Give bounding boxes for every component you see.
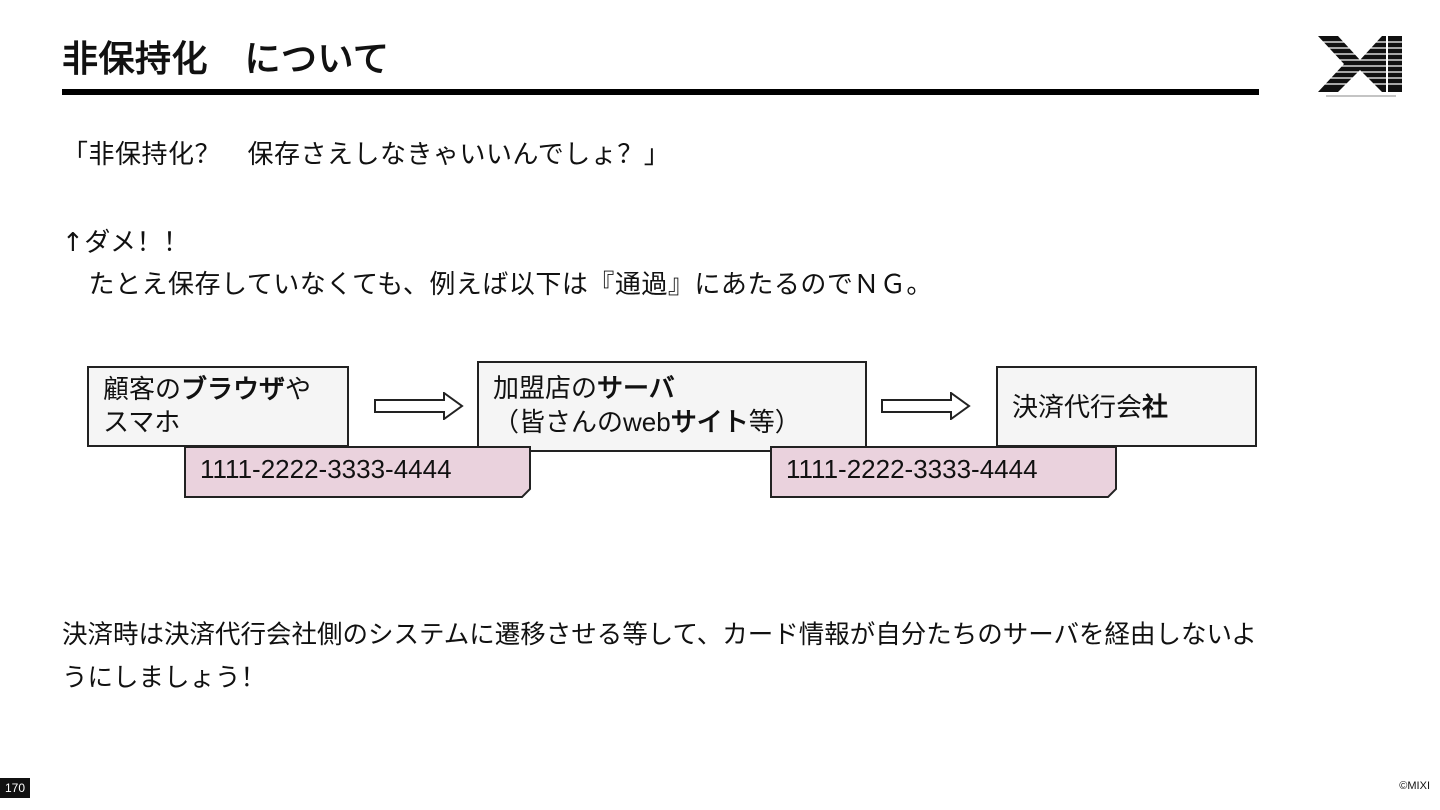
folded-corner-icon	[521, 488, 531, 498]
psp-box: 決済代行会社	[996, 366, 1257, 447]
card-number-note-2: 1111-2222-3333-4444	[770, 446, 1117, 498]
folded-corner-icon	[1107, 488, 1117, 498]
quote-text: 「非保持化？ 保存さえしなきゃいいんでしょ？」	[62, 140, 671, 170]
psp-label-b: 社	[1142, 393, 1169, 423]
merchant-sub-b: web	[623, 407, 671, 437]
psp-label-a: 決済代行会	[1012, 393, 1143, 423]
card-number-2: 1111-2222-3333-4444	[786, 454, 1038, 484]
customer-box: 顧客のブラウザや スマホ	[87, 366, 349, 447]
copyright-notice: ©MIXI	[1399, 780, 1430, 792]
conclusion-line-1: 決済時は決済代行会社側のシステムに遷移させる等して、カード情報が自分たちのサーバ…	[62, 620, 1257, 650]
merchant-sub-c: サイト	[670, 408, 749, 438]
customer-label-b: ブラウザ	[181, 375, 286, 405]
right-arrow-icon	[374, 392, 464, 420]
customer-label-a: 顧客の	[103, 375, 182, 405]
card-number-note-1: 1111-2222-3333-4444	[184, 446, 531, 498]
merchant-sub-d: 等）	[748, 408, 801, 438]
card-number-1: 1111-2222-3333-4444	[200, 454, 452, 484]
answer-explanation: たとえ保存していなくても、例えば以下は『通過』にあたるのでＮＧ。	[62, 270, 933, 300]
slide-title: 非保持化 について	[62, 39, 390, 80]
conclusion-line-2: うにしましょう！	[62, 663, 267, 693]
merchant-label-a: 加盟店の	[493, 374, 598, 404]
merchant-label-b: サーバ	[597, 374, 675, 404]
title-underline	[62, 89, 1259, 95]
merchant-box: 加盟店のサーバ （皆さんのwebサイト等）	[477, 361, 867, 452]
mixi-logo	[1316, 36, 1404, 97]
customer-label-line2: スマホ	[103, 408, 181, 438]
right-arrow-icon	[881, 392, 971, 420]
answer-heading: ↑ダメ！！	[62, 228, 190, 258]
page-number: 170	[0, 778, 30, 798]
merchant-sub-a: （皆さんの	[493, 408, 624, 438]
customer-label-c: や	[285, 375, 312, 405]
